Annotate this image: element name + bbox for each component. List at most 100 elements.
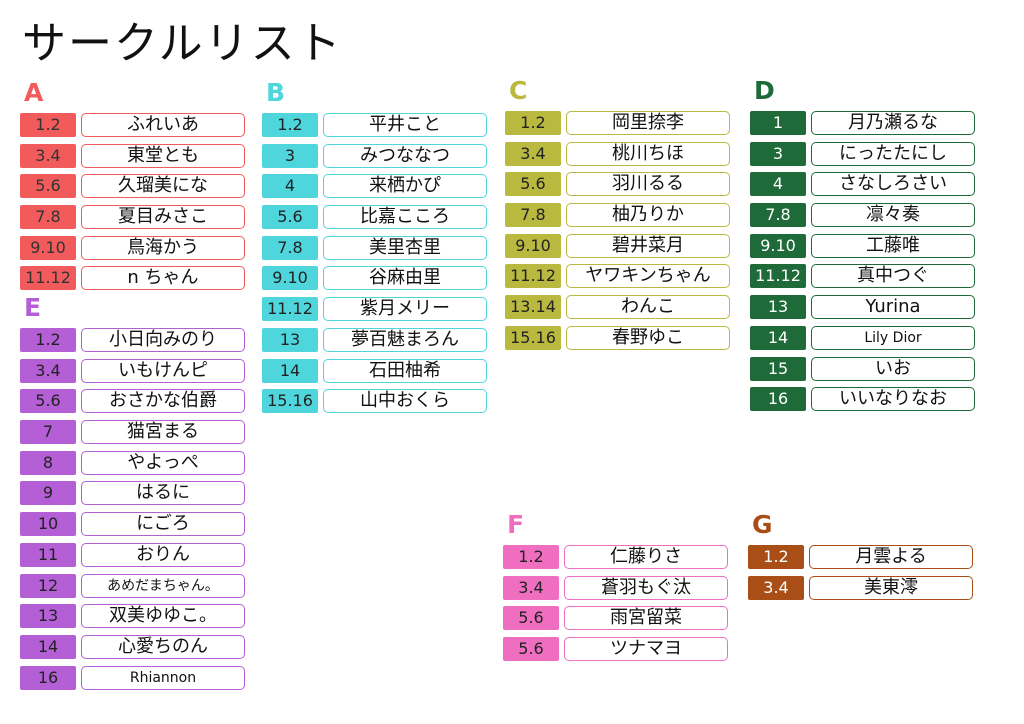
space-number-badge: 1.2 — [503, 545, 559, 569]
circle-name: 平井こと — [323, 113, 487, 137]
space-number-badge: 8 — [20, 450, 76, 475]
space-number-badge: 15.16 — [262, 389, 318, 414]
space-number-badge: 5.6 — [262, 205, 318, 230]
space-number-badge: 1.2 — [20, 113, 76, 137]
circle-name: 岡里捺李 — [566, 111, 730, 135]
space-number-badge: 1.2 — [748, 545, 804, 569]
circle-name: わんこ — [566, 295, 730, 320]
space-number-badge: 4 — [750, 172, 806, 197]
space-number-badge: 16 — [750, 387, 806, 412]
group-letter: A — [24, 78, 44, 107]
circle-name: おさかな伯爵 — [81, 389, 245, 414]
space-number-badge: 10 — [20, 512, 76, 537]
circle-name: 柚乃りか — [566, 203, 730, 228]
space-number-badge: 11 — [20, 542, 76, 567]
circle-name: いもけんピ — [81, 358, 245, 383]
group-letter: B — [266, 78, 286, 107]
space-number-badge: 13 — [262, 327, 318, 352]
space-number-badge: 15 — [750, 356, 806, 381]
space-number-badge: 3.4 — [505, 141, 561, 166]
space-number-badge: 1.2 — [262, 113, 318, 137]
circle-name: ヤワキンちゃん — [566, 264, 730, 289]
space-number-badge: 7.8 — [20, 205, 76, 230]
circle-name: 美東澪 — [809, 575, 973, 600]
space-number-badge: 3.4 — [748, 575, 804, 600]
circle-name: Yurina — [811, 295, 975, 320]
circle-name: 石田柚希 — [323, 358, 487, 383]
circle-name: 心愛ちのん — [81, 634, 245, 659]
circle-name: ふれいあ — [81, 113, 245, 137]
circle-name: 凛々奏 — [811, 203, 975, 228]
space-number-badge: 11.12 — [262, 297, 318, 322]
space-number-badge: 9.10 — [262, 266, 318, 291]
group-letter: E — [24, 293, 42, 322]
space-number-badge: 9 — [20, 481, 76, 506]
space-number-badge: 14 — [750, 325, 806, 350]
circle-name: にったたにし — [811, 141, 975, 166]
circle-name: 小日向みのり — [81, 328, 245, 352]
space-number-badge: 7 — [20, 420, 76, 445]
space-number-badge: 1.2 — [20, 328, 76, 352]
space-number-badge: 16 — [20, 665, 76, 690]
circle-name: 紫月メリー — [323, 297, 487, 322]
space-number-badge: 7.8 — [750, 203, 806, 228]
circle-name: 真中つぐ — [811, 264, 975, 289]
space-number-badge: 11.12 — [20, 266, 76, 291]
space-number-badge: 14 — [20, 634, 76, 659]
circle-name: 碧井菜月 — [566, 233, 730, 258]
space-number-badge: 5.6 — [503, 637, 559, 662]
space-number-badge: 5.6 — [503, 606, 559, 631]
space-number-badge: 4 — [262, 174, 318, 199]
space-number-badge: 14 — [262, 358, 318, 383]
circle-name: 谷麻由里 — [323, 266, 487, 291]
space-number-badge: 1.2 — [505, 111, 561, 135]
circle-name: いお — [811, 356, 975, 381]
circle-name: 工藤唯 — [811, 233, 975, 258]
circle-name: 蒼羽もぐ汰 — [564, 575, 728, 600]
space-number-badge: 13.14 — [505, 295, 561, 320]
space-number-badge: 12 — [20, 573, 76, 598]
circle-name: 東堂とも — [81, 143, 245, 168]
circle-name: 羽川るる — [566, 172, 730, 197]
circle-name: 美里杏里 — [323, 235, 487, 260]
circle-name: やよっぺ — [81, 450, 245, 475]
circle-name: 鳥海かう — [81, 235, 245, 260]
space-number-badge: 5.6 — [505, 172, 561, 197]
